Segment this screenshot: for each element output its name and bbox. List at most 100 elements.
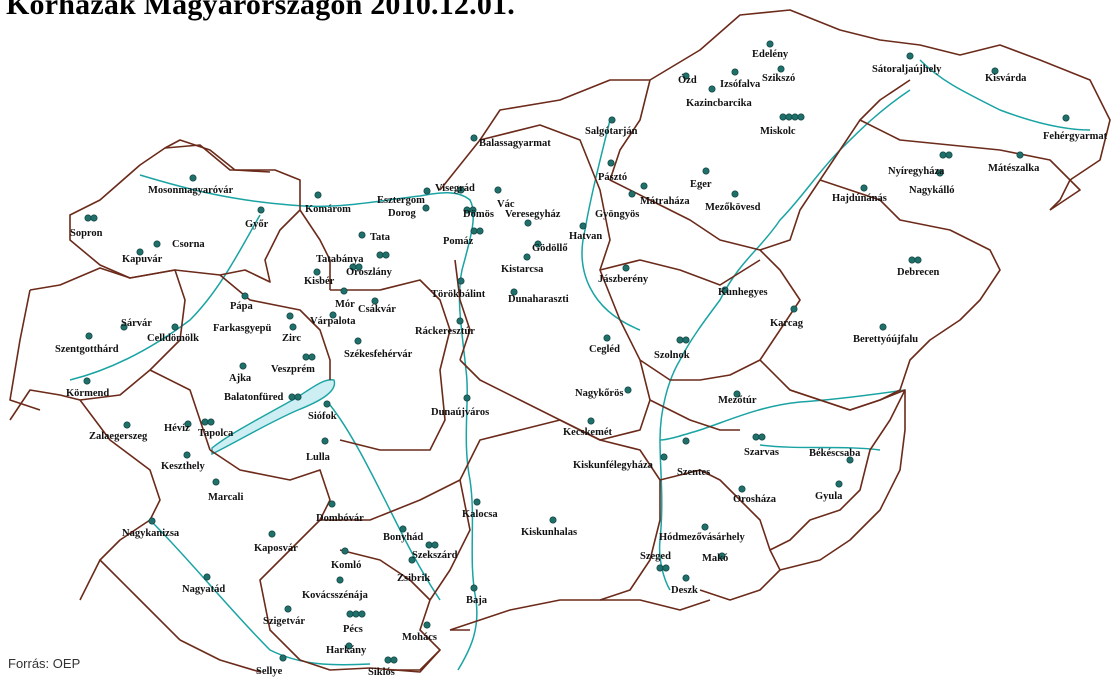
place-label-farkasgyepu: Farkasgyepü [213, 323, 272, 334]
place-label-sellye: Sellye [256, 666, 283, 677]
place-label-bonyhad: Bonyhád [383, 532, 423, 543]
hospital-marker-icon [463, 394, 471, 402]
hospital-marker-icon [524, 219, 532, 227]
place-label-tatabanya: Tatabánya [316, 254, 364, 265]
place-label-visegrad: Visegrád [435, 183, 475, 194]
place-label-matrahaza: Mátraháza [640, 196, 690, 207]
hospital-marker-icon [628, 190, 636, 198]
place-label-ajka: Ajka [229, 373, 252, 384]
place-labels: SopronMosonmagyaróvárCsornaKapuvárGyőrKo… [55, 49, 1108, 678]
hospital-marker-icon [608, 116, 616, 124]
place-label-varpalota: Várpalota [310, 316, 356, 327]
hospital-marker-icon [323, 400, 331, 408]
hospital-marker-icon [257, 206, 265, 214]
hospital-marker-icon [682, 336, 690, 344]
place-label-bekescsaba: Békéscsaba [809, 448, 861, 459]
place-label-szentes: Szentes [677, 467, 710, 478]
hospital-marker-icon [473, 498, 481, 506]
place-label-gyula: Gyula [815, 491, 843, 502]
river-drava [149, 519, 371, 666]
hospital-marker-icon [682, 437, 690, 445]
hospital-marker-icon [701, 523, 709, 531]
hospital-marker-icon [1062, 114, 1070, 122]
place-label-kiskunhalas: Kiskunhalas [521, 527, 577, 538]
hospital-marker-icon [846, 456, 854, 464]
hospital-marker-icon [660, 453, 668, 461]
place-label-hodmezovasarhely: Hódmezővásárhely [659, 532, 745, 543]
place-label-szeged: Szeged [640, 551, 671, 562]
hospital-marker-icon [408, 556, 416, 564]
place-label-szekszard: Szekszárd [412, 550, 458, 561]
place-label-oroszlany: Oroszlány [346, 267, 393, 278]
hospital-marker-icon [908, 256, 916, 264]
place-label-nagykoros: Nagykőrös [575, 388, 623, 399]
place-label-szekesfehervar: Székesfehérvár [344, 349, 413, 360]
hospital-marker-icon [758, 433, 766, 441]
place-label-csakvar: Csákvár [358, 304, 396, 315]
hospital-marker-icon [456, 317, 464, 325]
hospital-marker-icon [936, 169, 944, 177]
place-label-kistarcsa: Kistarcsa [501, 264, 544, 275]
place-label-miskolc: Miskolc [760, 126, 796, 137]
hospital-marker-icon [662, 564, 670, 572]
border-fejer [330, 279, 451, 451]
hospital-marker-icon [476, 227, 484, 235]
hospital-marker-icon [268, 530, 276, 538]
hospital-marker-icon [939, 151, 947, 159]
hospital-marker-icon [731, 68, 739, 76]
hospital-marker-icon [345, 642, 353, 650]
border-tolna-baranya [320, 479, 471, 671]
place-label-kovacsszenaja: Kovácsszénája [302, 590, 369, 601]
hospital-marker-icon [346, 610, 354, 618]
place-label-mor: Mór [335, 299, 355, 310]
hospital-marker-icon [390, 656, 398, 664]
place-label-kisber: Kisbér [304, 276, 335, 287]
place-label-csorna: Csorna [172, 239, 205, 250]
hospital-marker-icon [321, 437, 329, 445]
place-label-fehergyarmat: Fehérgyarmat [1043, 131, 1108, 142]
place-label-mezotur: Mezőtúr [718, 395, 757, 406]
border-vas [9, 267, 186, 421]
place-label-sarvar: Sárvár [121, 318, 152, 329]
hospital-marker-icon [358, 610, 366, 618]
hospital-marker-icon [791, 113, 799, 121]
place-label-sopron: Sopron [70, 228, 103, 239]
hospital-marker-icon [676, 336, 684, 344]
place-label-kaposvar: Kaposvár [254, 543, 298, 554]
hospital-marker-icon [624, 386, 632, 394]
place-label-jaszbereny: Jászberény [598, 274, 649, 285]
hospital-marker-icon [991, 67, 999, 75]
place-label-rackeresztur: Ráckeresztúr [415, 326, 475, 337]
place-label-papa: Pápa [230, 301, 254, 312]
place-label-nagykallo: Nagykálló [909, 185, 955, 196]
place-label-mako: Makó [702, 553, 728, 564]
place-label-balatonfured: Balatonfüred [224, 392, 283, 403]
hospital-marker-icon [171, 323, 179, 331]
place-label-szikszo: Szikszó [762, 73, 795, 84]
place-label-pecs: Pécs [343, 624, 363, 635]
place-label-kalocsa: Kalocsa [462, 509, 498, 520]
hospital-marker-icon [906, 52, 914, 60]
hospital-marker-icon [587, 417, 595, 425]
hospital-marker-icon [682, 72, 690, 80]
hospital-marker-icon [469, 206, 477, 214]
place-label-karcag: Karcag [770, 318, 804, 329]
place-label-szarvas: Szarvas [744, 447, 779, 458]
place-label-domos: Dömös [463, 209, 494, 220]
place-label-gyongyos: Gyöngyös [595, 209, 639, 220]
place-label-balassagyarmat: Balassagyarmat [479, 138, 551, 149]
hospital-marker-icon [136, 248, 144, 256]
hospital-marker-icon [549, 516, 557, 524]
hospital-marker-icon [358, 231, 366, 239]
hospital-marker-icon [83, 377, 91, 385]
hospital-marker-icon [120, 323, 128, 331]
place-label-keszthely: Keszthely [161, 461, 205, 472]
hospital-marker-icon [494, 186, 502, 194]
place-label-szigetvar: Szigetvár [263, 616, 305, 627]
place-label-kunhegyes: Kunhegyes [718, 287, 768, 298]
place-label-veszprem: Veszprém [271, 364, 315, 375]
place-label-dunaharaszti: Dunaharaszti [508, 294, 569, 305]
place-label-nagyatad: Nagyatád [182, 584, 225, 595]
place-label-zalaegerszeg: Zalaegerszeg [89, 431, 148, 442]
hospital-marker-icon [425, 541, 433, 549]
